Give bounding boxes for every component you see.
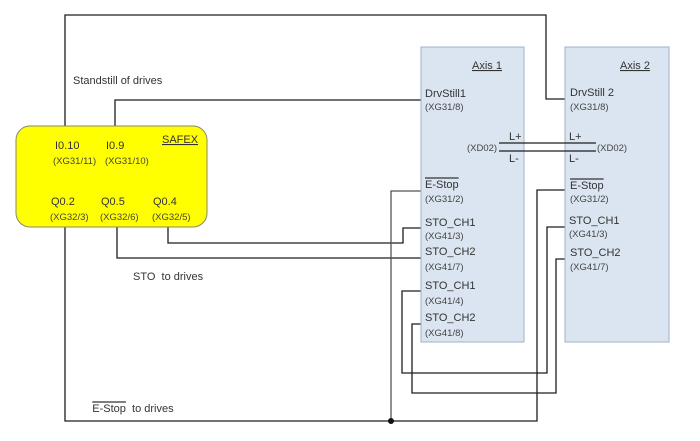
standstill-label: Standstill of drives (73, 75, 163, 87)
axis1-drvstill-terminal: (XG31/8) (425, 102, 464, 113)
axis1-module[interactable]: Axis 1 DrvStill1 (XG31/8) L+ L- (XD02) E… (420, 46, 525, 343)
overlines (92, 177, 604, 403)
safex-box[interactable] (15, 125, 208, 228)
axis2-module[interactable]: Axis 2 DrvStill 2 (XG31/8) L+ L- (XD02) … (564, 46, 670, 343)
safex-title: SAFEX (162, 134, 199, 146)
axis2-drvstill-name: DrvStill 2 (570, 87, 614, 99)
axis1-box[interactable] (420, 46, 525, 343)
axis2-sto-in-name: STO_CH2 (570, 247, 621, 259)
axis1-drvstill-name: DrvStill1 (425, 88, 466, 100)
axis1-sto-out-name: STO_CH1 (425, 280, 476, 292)
safex-input-terminal: (XG31/10) (105, 156, 149, 167)
sto-label: STO to drives (133, 271, 204, 283)
axis1-sto-in-name: STO_CH1 (425, 217, 476, 229)
estop-signal: E-Stop (92, 403, 126, 415)
dc-link-wires (499, 142, 596, 152)
axis2-lminus: L- (569, 153, 579, 165)
axis2-estop-terminal: (XG31/2) (570, 194, 609, 205)
axis1-sto-in-name: STO_CH2 (425, 246, 476, 258)
axis1-estop-name: E-Stop (425, 179, 459, 191)
safex-output-name: Q0.4 (153, 196, 177, 208)
axis1-lminus: L- (509, 153, 519, 165)
safex-output-name: Q0.5 (101, 196, 125, 208)
axis2-xd02-terminal: (XD02) (597, 143, 627, 154)
estop-label: E-Stop to drives (77, 403, 183, 415)
axis1-sto-in-terminal: (XG41/3) (425, 231, 464, 242)
axis1-sto-in-terminal: (XG41/7) (425, 262, 464, 273)
safex-output-terminal: (XG32/6) (100, 212, 139, 223)
axis2-lplus: L+ (569, 131, 582, 143)
wire-sto-ch1 (167, 226, 421, 244)
wire-estop-bus (64, 189, 566, 422)
wire-sto-ch2 (116, 226, 421, 259)
wire-sto-ch1-chain (401, 226, 566, 374)
axis2-sto-in-terminal: (XG41/3) (569, 229, 608, 240)
safex-output-terminal: (XG32/5) (152, 212, 191, 223)
wires (64, 14, 566, 424)
wire-standstill-axis2 (64, 14, 566, 127)
safex-input-name: I0.9 (106, 140, 124, 152)
axis1-title: Axis 1 (472, 60, 502, 72)
junction-dot (388, 418, 394, 424)
axis1-xd02-terminal: (XD02) (467, 143, 497, 154)
safex-output-name: Q0.2 (51, 196, 75, 208)
axis2-estop-name: E-Stop (570, 180, 604, 192)
wire-estop-axis1 (390, 190, 421, 421)
axis2-sto-in-name: STO_CH1 (569, 215, 620, 227)
axis2-drvstill-terminal: (XG31/8) (570, 102, 609, 113)
axis1-sto-out-terminal: (XG41/8) (425, 328, 464, 339)
estop-suffix: to drives (126, 403, 174, 415)
axis2-box[interactable] (564, 46, 670, 343)
safex-module[interactable]: SAFEX I0.10 (XG31/11) I0.9 (XG31/10) Q0.… (15, 125, 208, 228)
axis1-sto-out-terminal: (XG41/4) (425, 296, 464, 307)
safex-input-name: I0.10 (55, 140, 79, 152)
safex-input-terminal: (XG31/11) (53, 156, 96, 167)
wire-standstill-axis1 (114, 99, 421, 127)
axis1-sto-out-name: STO_CH2 (425, 312, 476, 324)
axis1-lplus: L+ (509, 131, 522, 143)
axis2-sto-in-terminal: (XG41/7) (570, 262, 609, 273)
axis1-estop-terminal: (XG31/2) (425, 194, 464, 205)
safex-output-terminal: (XG32/3) (50, 212, 89, 223)
wire-sto-ch2-chain (411, 258, 566, 394)
axis2-title: Axis 2 (620, 60, 650, 72)
